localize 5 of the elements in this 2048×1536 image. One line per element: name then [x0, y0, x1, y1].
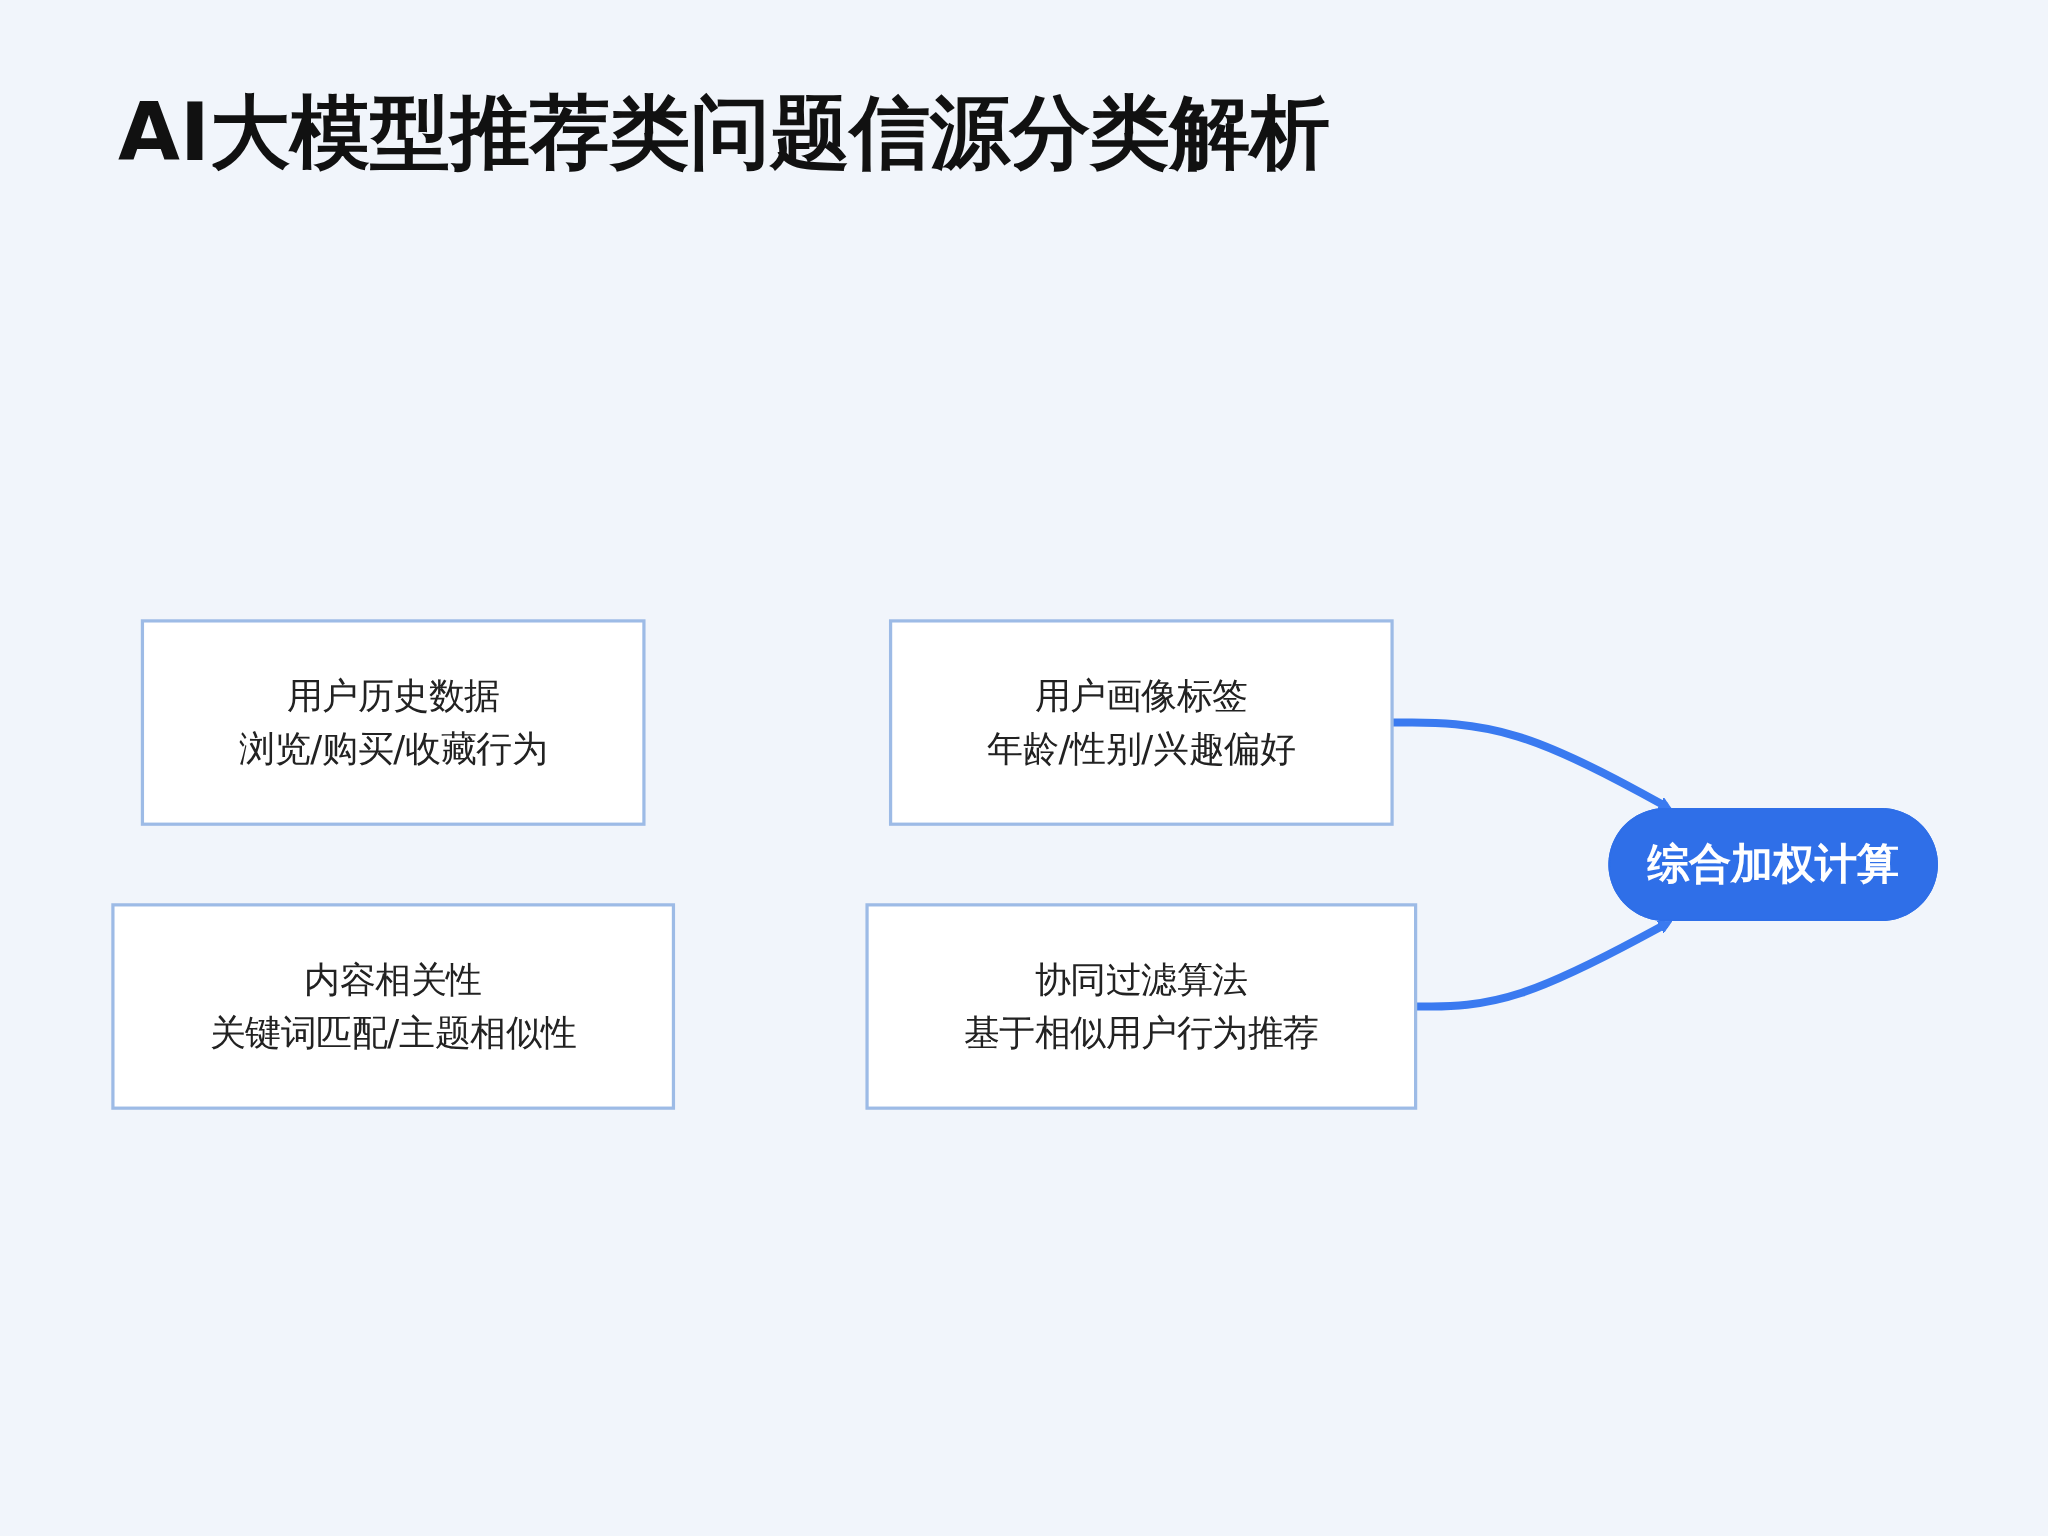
node-box: 内容相关性 关键词匹配/主题相似性	[111, 903, 676, 1111]
node-box: 协同过滤算法 基于相似用户行为推荐	[865, 903, 1418, 1111]
node-box: 用户历史数据 浏览/购买/收藏行为	[140, 619, 646, 827]
node-box: 用户画像标签 年龄/性别/兴趣偏好	[888, 619, 1394, 827]
title: AI大模型推荐类问题信源分类解析	[118, 85, 1330, 181]
